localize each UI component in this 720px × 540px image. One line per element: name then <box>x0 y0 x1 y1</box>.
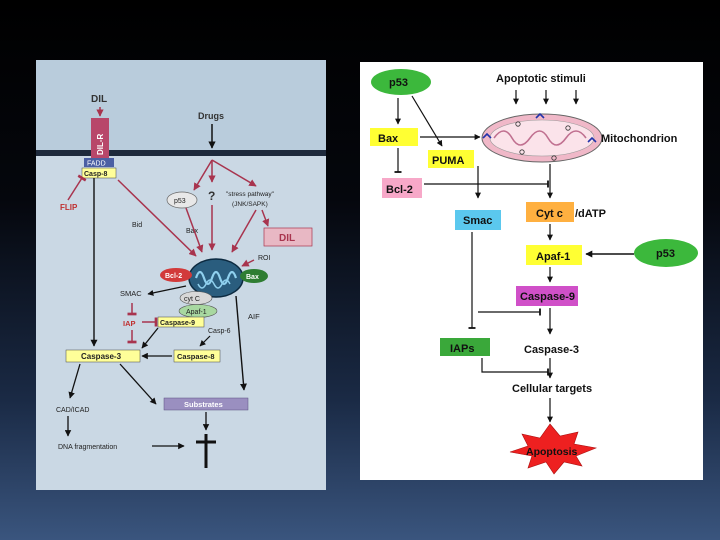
cad-icad-label: CAD/ICAD <box>56 407 89 414</box>
iap-label: IAP <box>123 319 136 328</box>
casp8-box <box>81 167 117 179</box>
bcl2-label: Bcl-2 <box>165 273 182 280</box>
apaf1-label: Apaf-1 <box>536 251 570 263</box>
bcl2-label: Bcl-2 <box>386 184 413 196</box>
p53-top-label: p53 <box>389 77 408 89</box>
dil-box <box>263 227 313 247</box>
iaps-box <box>440 338 490 356</box>
apaf1-label: Apaf-1 <box>186 309 207 316</box>
caspase3-label: Caspase-3 <box>81 352 122 361</box>
bax-mito-label: Bax <box>246 274 259 281</box>
aif-label: AIF <box>248 312 260 321</box>
right-diagram-svg: p53 Apoptotic stimuli Bax PUMA <box>370 69 698 475</box>
bax-label: Bax <box>186 228 199 235</box>
cytc-label: cyt C <box>184 296 200 303</box>
casp6-label: Casp-6 <box>208 328 231 335</box>
dil-box-label: DIL <box>279 233 295 244</box>
iaps-label: IAPs <box>450 343 474 355</box>
p53-top-node <box>371 69 431 95</box>
p53-node <box>166 191 198 209</box>
bcl2-node <box>160 268 192 282</box>
cytc-label: Cyt c <box>536 208 563 220</box>
caspase3-label: Caspase-3 <box>524 344 579 356</box>
puma-box <box>428 150 474 168</box>
bax-box <box>370 128 418 146</box>
question-mark: ? <box>208 189 215 203</box>
apoptotic-stimuli-label: Apoptotic stimuli <box>496 73 586 85</box>
mitochondrion-label: Mitochondrion <box>601 133 678 145</box>
smac-label: Smac <box>463 215 492 227</box>
right-apoptosis-diagram: p53 Apoptotic stimuli Bax PUMA <box>360 62 703 480</box>
caspase9-box <box>516 286 578 306</box>
mitochondrion-icon <box>481 112 603 163</box>
smac-box <box>455 210 501 230</box>
fadd-box <box>84 158 114 167</box>
roi-label: ROI <box>258 255 271 262</box>
p53-right-node <box>634 239 698 267</box>
datp-label: /dATP <box>575 208 606 220</box>
bid-label: Bid <box>132 222 142 229</box>
caspase8-label: Caspase-8 <box>177 352 215 361</box>
cytc-box <box>526 202 574 222</box>
dna-frag-label: DNA fragmentation <box>58 444 117 451</box>
puma-label: PUMA <box>432 155 464 167</box>
caspase9-box <box>157 316 205 328</box>
death-cross-icon <box>196 434 216 468</box>
fadd-label: FADD <box>87 161 106 168</box>
explosion-burst-icon <box>509 423 598 475</box>
caspase9-label: Caspase-9 <box>520 291 575 303</box>
apaf1-box <box>526 245 582 265</box>
p53-label: p53 <box>174 198 186 205</box>
caspase3-box <box>65 349 141 363</box>
smac-label: SMAC <box>120 289 142 298</box>
drugs-label: Drugs <box>198 111 224 121</box>
caspase8-box <box>173 349 221 363</box>
jnk-sapk-label: (JNK/SAPK) <box>232 201 268 208</box>
cellular-targets-label: Cellular targets <box>512 383 592 395</box>
left-diagram-svg: DIL DIL-R FADD Casp-8 FLIP Drugs p53 ? <box>36 94 326 490</box>
bax-label: Bax <box>378 133 399 145</box>
stress-pathway-label: "stress pathway" <box>226 191 275 198</box>
dil-ligand-label: DIL <box>91 94 107 105</box>
substrates-label: Substrates <box>184 400 223 409</box>
bcl2-box <box>382 178 422 198</box>
left-apoptosis-diagram: DIL DIL-R FADD Casp-8 FLIP Drugs p53 ? <box>36 60 326 490</box>
dil-receptor <box>91 118 109 160</box>
flip-label: FLIP <box>60 203 78 212</box>
cell-membrane <box>36 150 326 156</box>
bax-mito-node <box>240 269 268 283</box>
p53-right-label: p53 <box>656 248 675 260</box>
substrates-box <box>163 397 249 411</box>
casp8-label: Casp-8 <box>84 171 107 178</box>
apoptosis-label: Apoptosis <box>526 446 577 458</box>
caspase9-label: Caspase-9 <box>160 320 195 327</box>
dil-receptor-label: DIL-R <box>96 133 105 155</box>
